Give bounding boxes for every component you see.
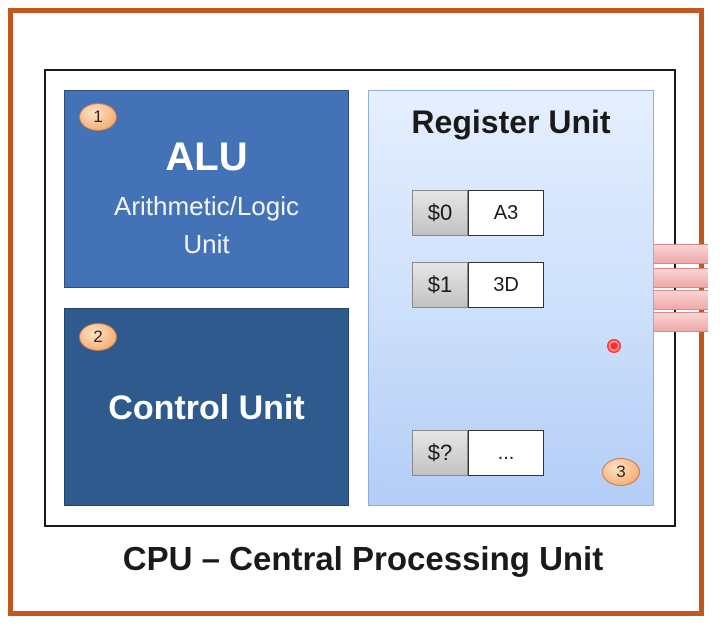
data-bus-line-4 (654, 312, 708, 332)
register-name-0: $0 (412, 190, 468, 236)
register-value-0: A3 (468, 190, 544, 236)
register-unit-badge: 3 (602, 458, 640, 486)
control-unit-block: 2 Control Unit (64, 308, 349, 506)
register-value-1: 3D (468, 262, 544, 308)
laser-pointer-dot (607, 339, 621, 353)
control-unit-title: Control Unit (108, 389, 305, 427)
alu-subtitle-line2: Unit (183, 229, 230, 259)
control-unit-badge: 2 (79, 323, 117, 351)
alu-subtitle: Arithmetic/Logic Unit (65, 187, 348, 263)
register-name-1: $1 (412, 262, 468, 308)
alu-badge: 1 (79, 103, 117, 131)
alu-title: ALU (165, 135, 248, 179)
data-bus-line-3 (654, 290, 708, 310)
data-bus-line-2 (654, 268, 708, 288)
alu-subtitle-line1: Arithmetic/Logic (114, 191, 299, 221)
alu-block: 1 ALU Arithmetic/Logic Unit (64, 90, 349, 288)
register-value-2: ... (468, 430, 544, 476)
register-name-2: $? (412, 430, 468, 476)
cpu-caption: CPU – Central Processing Unit (122, 540, 604, 577)
register-unit-title: Register Unit (411, 104, 611, 140)
data-bus-line-1 (654, 244, 708, 264)
